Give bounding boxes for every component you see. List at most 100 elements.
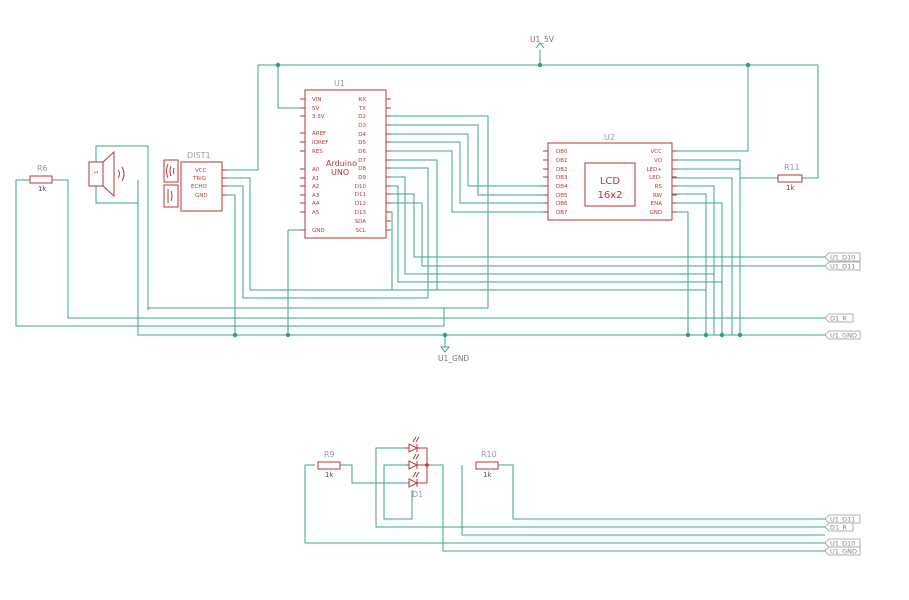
u2-pin-label: LED-: [649, 175, 662, 181]
junction-dot: [275, 62, 281, 68]
arduino-uno-u1[interactable]: U1 Arduino UNO VIN 5V 3.3V AREF IOREF RE…: [300, 79, 391, 239]
junctions: [232, 62, 751, 338]
u1-pin-label: D5: [358, 140, 366, 146]
net-label-d1-r-lower[interactable]: D1_R: [824, 522, 854, 532]
junction-dot: [285, 332, 291, 338]
u1-pin-label: TX: [358, 106, 366, 112]
u1-pin-label: D13: [355, 210, 367, 216]
speaker-pin-label: 1: [94, 171, 100, 175]
net-label-u1-gnd-lower[interactable]: U1_GND: [824, 546, 861, 556]
junction-dot: [737, 332, 743, 338]
resistor-r10[interactable]: R10 1k: [475, 450, 499, 479]
u2-ref: U2: [604, 133, 615, 142]
lcd-screen: [584, 162, 636, 207]
u2-pin-label: RW: [653, 193, 663, 199]
dist1-ref: DIST1: [187, 151, 211, 160]
u1-pin-label: D8: [358, 166, 366, 172]
ultrasonic-sensor-dist1[interactable]: DIST1 VCC TRIG ECHO GND: [163, 151, 227, 212]
u2-pin-label: DB2: [556, 167, 568, 173]
u1-pin-label: D9: [358, 175, 366, 181]
ground-symbol: U1_GND: [438, 346, 469, 363]
u1-pin-label: A4: [312, 201, 320, 207]
u1-ref: U1: [334, 79, 345, 88]
resistor-r11[interactable]: R11 1k: [777, 163, 803, 192]
junction-dot: [703, 332, 709, 338]
resistor-r9[interactable]: R9 1k: [317, 450, 341, 479]
net-label-text: D1_R: [830, 315, 847, 323]
junction-dot: [685, 332, 691, 338]
lcd-screen-line2: 16x2: [597, 190, 622, 201]
dist1-pin-label: GND: [195, 193, 208, 199]
power-5v-symbol: U1_5V: [530, 35, 555, 49]
u1-pin-label: D6: [358, 149, 366, 155]
u2-pin-label: DB0: [556, 149, 568, 155]
speaker-body: [88, 161, 104, 187]
junction-dot: [537, 62, 543, 68]
u1-pin-label: SCL: [356, 228, 367, 234]
rgb-led-d1[interactable]: D1: [405, 436, 429, 499]
net-label-d1-r[interactable]: D1_R: [824, 313, 854, 323]
dist1-pin-label: ECHO: [191, 184, 207, 190]
u1-pin-label: SDA: [355, 219, 367, 225]
lcd-16x2-u2[interactable]: U2 LCD 16x2 DB0 DB1 DB2 DB3 DB4 DB5 DB6 …: [543, 133, 677, 221]
transducer-icon: [163, 184, 179, 208]
u1-pin-label: 5V: [312, 106, 319, 112]
lcd-screen-line1: LCD: [600, 176, 621, 187]
u1-pin-label: GND: [312, 228, 325, 234]
u1-name-line2: UNO: [331, 168, 349, 177]
u1-pin-label: A1: [312, 176, 319, 182]
u1-pin-label: VIN: [312, 97, 322, 103]
d1-ref: D1: [412, 490, 423, 499]
wires: [15, 50, 825, 552]
transducer-icon: [163, 159, 179, 183]
resistor-r6[interactable]: R6 1k: [29, 164, 53, 193]
u1-pin-label: A2: [312, 184, 319, 190]
u1-right-pins: RX TX D2 D3 D4 D5 D6 D7 D8 D9 D10 D11 D1…: [355, 97, 391, 234]
u1-left-pins: VIN 5V 3.3V AREF IOREF RES A0 A1 A2 A3 A…: [300, 97, 328, 234]
u1-pin-label: AREF: [312, 131, 326, 137]
r11-ref: R11: [784, 163, 800, 172]
dist1-pin-label: TRIG: [192, 176, 206, 182]
u2-pin-label: VO: [654, 158, 663, 164]
u2-pin-label: DB1: [556, 158, 568, 164]
u1-pin-label: RES: [312, 149, 323, 155]
net-label-u1-d10-lower[interactable]: U1_D10: [824, 538, 861, 548]
u2-pin-label: RS: [655, 184, 663, 190]
net-label-text: D1_R: [830, 524, 847, 532]
u2-pin-label: DB6: [556, 201, 568, 207]
power-net-label: U1_5V: [530, 35, 555, 44]
junction-dot: [232, 332, 238, 338]
u1-name-line1: Arduino: [326, 159, 357, 168]
u2-pin-label: DB7: [556, 210, 568, 216]
u1-pin-label: A3: [312, 193, 320, 199]
net-label-text: U1_D10: [830, 540, 855, 548]
r10-value: 1k: [483, 471, 492, 479]
dist1-pin-label: VCC: [195, 168, 207, 174]
net-label-u1-gnd[interactable]: U1_GND: [824, 330, 861, 340]
r9-value: 1k: [325, 471, 334, 479]
net-label-u1-d10[interactable]: U1_D10: [824, 252, 861, 262]
u2-right-pins: VCC VO LED+ LED- RS RW ENA GND: [647, 149, 677, 216]
u1-pin-label: A5: [312, 210, 320, 216]
u2-pin-label: DB3: [556, 175, 568, 181]
net-label-text: U1_D10: [830, 254, 855, 262]
speaker-icon[interactable]: 1: [88, 150, 125, 198]
net-label-text: U1_GND: [830, 548, 857, 556]
r10-ref: R10: [481, 450, 497, 459]
u2-pin-label: DB5: [556, 193, 568, 199]
u2-pin-label: GND: [649, 210, 662, 216]
u1-pin-label: D2: [358, 114, 366, 120]
u1-pin-label: D12: [355, 201, 366, 207]
net-label-u1-d11-lower[interactable]: U1_D11: [824, 514, 861, 524]
u2-pin-label: LED+: [647, 167, 663, 173]
u2-pin-label: DB4: [556, 184, 568, 190]
u1-pin-label: 3.3V: [312, 114, 325, 120]
net-label-u1-d11[interactable]: U1_D11: [824, 261, 861, 271]
u1-pin-label: D4: [358, 132, 366, 138]
net-label-text: U1_D11: [830, 263, 855, 271]
u1-pin-label: D7: [358, 158, 366, 164]
u1-pin-label: IOREF: [312, 140, 328, 146]
r6-value: 1k: [38, 185, 47, 193]
u2-pin-label: VCC: [651, 149, 663, 155]
